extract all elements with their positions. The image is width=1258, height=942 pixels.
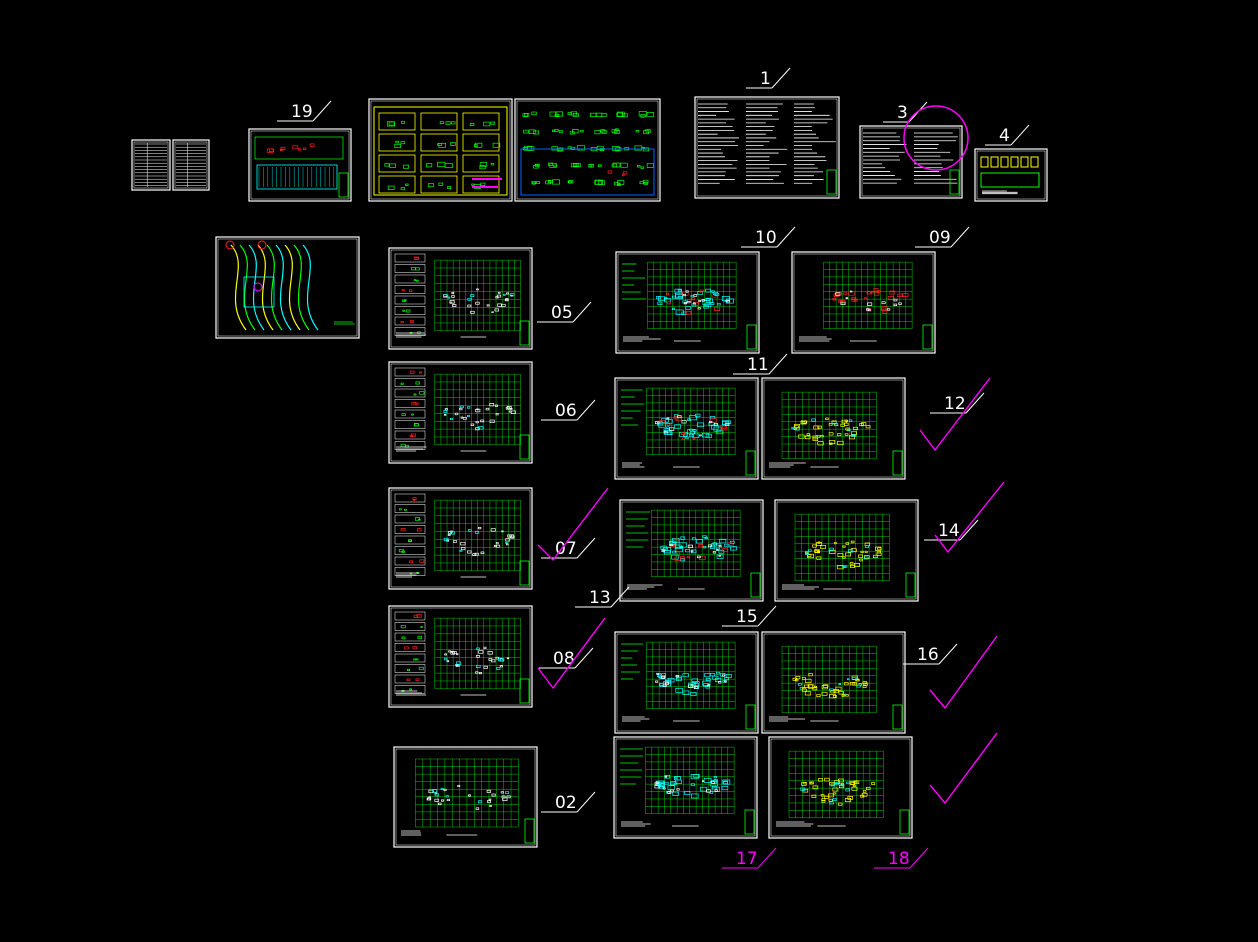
review-checkmarks <box>537 377 1005 805</box>
sheet-label-text: 09 <box>929 228 951 248</box>
sheet-table-b[interactable] <box>172 139 210 191</box>
leader-slash <box>776 226 796 248</box>
sheet-label-text: 05 <box>551 303 573 323</box>
sheet-label-text: 02 <box>555 793 577 813</box>
leader-slash <box>312 100 332 122</box>
sheet-02[interactable] <box>393 746 538 848</box>
sheet-label-15: 15 <box>722 605 777 627</box>
sheet-label-11: 11 <box>733 353 788 375</box>
leader-slash <box>909 847 929 869</box>
leader-slash <box>965 392 985 414</box>
check-mark-5 <box>929 635 998 710</box>
sheet-09[interactable] <box>791 251 936 354</box>
sheet-label-text: 3 <box>897 103 908 123</box>
sheet-label-18: 18 <box>874 847 929 869</box>
sheet-label-09: 09 <box>915 226 970 248</box>
sheet-label-text: 12 <box>944 394 966 414</box>
sheet-10[interactable] <box>615 251 760 354</box>
sheet-label-text: 18 <box>888 849 910 869</box>
check-mark-4 <box>934 481 1005 554</box>
sheet-label-text: 07 <box>555 539 577 559</box>
leader-slash <box>1010 124 1030 146</box>
sheet-05[interactable] <box>388 247 533 350</box>
sheet-17[interactable] <box>613 736 758 839</box>
sheet-18[interactable] <box>768 736 913 839</box>
drawing-sheets <box>131 96 1048 848</box>
sheet-label-text: 1 <box>760 69 771 89</box>
sheet-label-text: 4 <box>999 126 1010 146</box>
sheet-06[interactable] <box>388 361 533 464</box>
sheet-label-10: 10 <box>741 226 796 248</box>
sheet-15[interactable] <box>614 631 759 734</box>
leader-slash <box>757 605 777 627</box>
leader-slash <box>574 647 594 669</box>
sheet-13[interactable] <box>619 499 764 602</box>
sheet-label-08: 08 <box>539 647 594 669</box>
sheet-label-text: 15 <box>736 607 758 627</box>
sheet-3[interactable] <box>859 125 963 199</box>
sheet-label-19: 19 <box>277 100 332 122</box>
leader-slash <box>572 301 592 323</box>
sheet-label-07: 07 <box>541 537 596 559</box>
leader-slash <box>959 519 979 541</box>
sheet-label-text: 17 <box>736 849 758 869</box>
sheet-label-1: 1 <box>746 67 791 89</box>
sheet-label-text: 11 <box>747 355 769 375</box>
review-circle-markup <box>903 105 969 171</box>
sheet-label-16: 16 <box>903 643 958 665</box>
leader-slash <box>576 537 596 559</box>
leader-slash <box>757 847 777 869</box>
sheet-label-text: 19 <box>291 102 313 122</box>
leader-slash <box>938 643 958 665</box>
sheet-12[interactable] <box>761 377 906 480</box>
sheet-label-text: 10 <box>755 228 777 248</box>
sheet-label-12: 12 <box>930 392 985 414</box>
sheet-label-text: 06 <box>555 401 577 421</box>
sheet-detail-green[interactable] <box>514 98 661 202</box>
sheet-label-05: 05 <box>537 301 592 323</box>
sheet-label-text: 14 <box>938 521 960 541</box>
leader-slash <box>768 353 788 375</box>
leader-slash <box>576 791 596 813</box>
check-mark-6 <box>929 732 998 805</box>
sheet-detail-yellow[interactable] <box>368 98 513 202</box>
check-mark-1 <box>919 377 991 452</box>
leader-slash <box>950 226 970 248</box>
sheet-19[interactable] <box>248 128 352 202</box>
check-mark-3 <box>537 617 606 690</box>
check-mark-2 <box>537 487 609 562</box>
sheet-label-13: 13 <box>575 586 630 608</box>
sheet-label-text: 16 <box>917 645 939 665</box>
sheet-11[interactable] <box>614 377 759 480</box>
sheet-1[interactable] <box>694 96 840 199</box>
sheet-label-3: 3 <box>883 101 928 123</box>
sheet-label-14: 14 <box>924 519 979 541</box>
sheet-4[interactable] <box>974 148 1048 202</box>
sheet-14[interactable] <box>774 499 919 602</box>
sheet-label-4: 4 <box>985 124 1030 146</box>
sheet-contour[interactable] <box>215 236 360 339</box>
leader-slash <box>576 399 596 421</box>
sheet-label-06: 06 <box>541 399 596 421</box>
sheet-table-a[interactable] <box>131 139 171 191</box>
sheet-08[interactable] <box>388 605 533 708</box>
sheet-16[interactable] <box>761 631 906 734</box>
sheet-label-text: 08 <box>553 649 575 669</box>
sheet-label-text: 13 <box>589 588 611 608</box>
leader-slash <box>610 586 630 608</box>
sheet-label-02: 02 <box>541 791 596 813</box>
sheet-label-17: 17 <box>722 847 777 869</box>
sheet-07[interactable] <box>388 487 533 590</box>
leader-slash <box>771 67 791 89</box>
